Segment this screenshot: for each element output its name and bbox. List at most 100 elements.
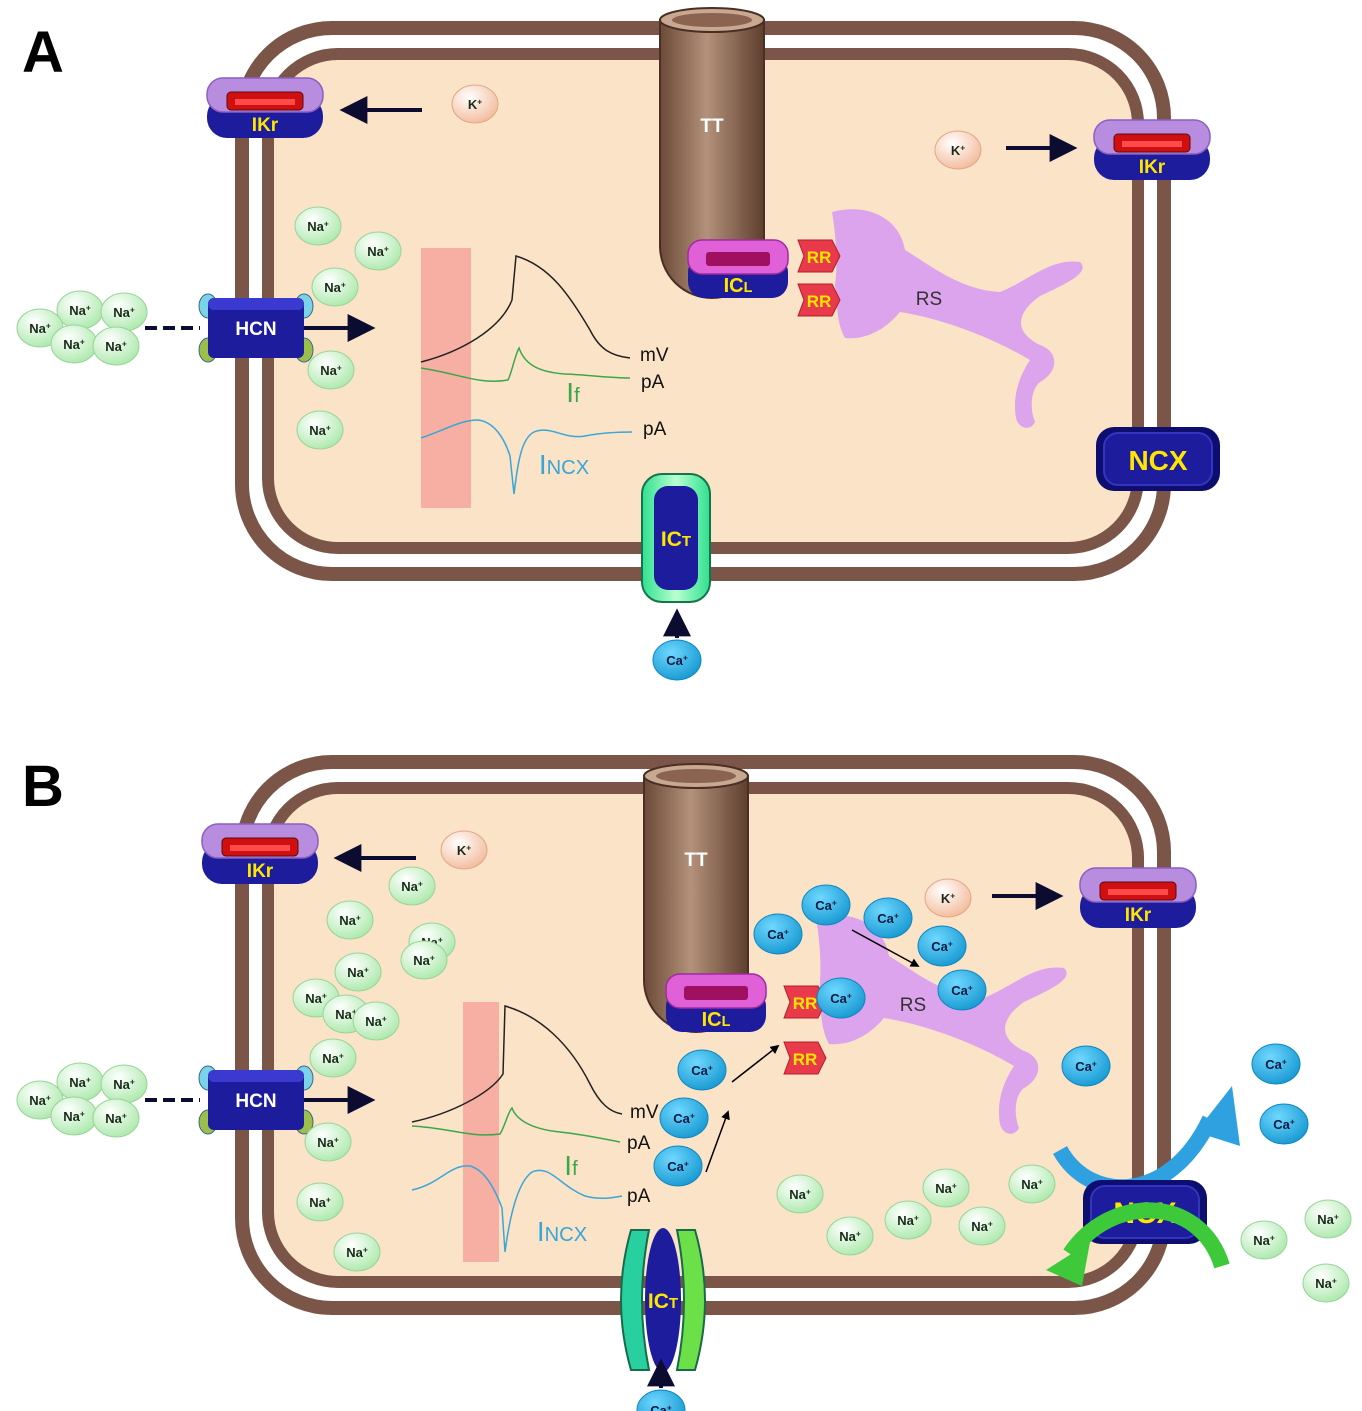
if-label: If [566,377,580,408]
if-trace [420,346,631,382]
calcium-ion: Ca+ [937,969,987,1011]
ion-label: Na+ [789,1186,811,1202]
flow-arrow [705,1110,730,1173]
ikr-label: IKr [252,115,279,136]
potassium-ion: K+ [924,878,972,918]
calcium-ion: Ca+ [1251,1043,1301,1085]
sodium-ion: Na+ [1302,1263,1350,1303]
rs-label: RS [900,995,926,1016]
ion-label: Na+ [839,1228,861,1244]
ncx-label: NCX [1128,445,1187,476]
if-trace [411,1106,621,1143]
ion-label: Ca+ [667,1158,689,1174]
mv-label: mV [630,1102,659,1123]
ryanodine-receptor: RR [797,239,841,273]
sodium-ion: Na+ [92,1098,140,1138]
ion-label: Na+ [113,304,135,320]
panel-b: BTTRSICLRRRRIKrIKrK+K+HCNNa+Na+Na+Na+Na+… [16,754,1352,1411]
calcium-ion: Ca+ [1061,1045,1111,1087]
sodium-ion: Na+ [1240,1220,1288,1260]
rr-label: RR [793,1050,818,1069]
potassium-ion: K+ [451,84,499,124]
ion-label: Ca+ [1273,1116,1295,1132]
ion-label: Ca+ [877,910,899,926]
ryanodine-receptor: RR [783,985,827,1019]
ion-label: Na+ [1317,1211,1339,1227]
ion-label: Ca+ [1265,1056,1287,1072]
hcn-label: HCN [235,319,276,340]
tubule-label: TT [700,116,724,137]
sodium-ion: Na+ [294,206,342,246]
ikr-channel: IKr [206,77,324,138]
sodium-ion: Na+ [776,1174,824,1214]
ion-label: Na+ [309,1194,331,1210]
ion-label: K+ [941,890,955,906]
icl-label: ICL [724,275,753,297]
na-influx-arrow [1063,1202,1230,1269]
ion-label: Na+ [897,1212,919,1228]
sodium-ion: Na+ [334,952,382,992]
icl-channel: ICL [665,973,767,1032]
sodium-ion: Na+ [958,1206,1006,1246]
calcium-ion: Ca+ [636,1389,686,1411]
incx-trace [420,419,633,495]
ion-label: Na+ [1315,1275,1337,1291]
ion-label: K+ [457,842,471,858]
ryanodine-receptor: RR [783,1041,827,1075]
ion-label: Na+ [935,1180,957,1196]
ion-label: Na+ [105,1110,127,1126]
calcium-ion: Ca+ [863,897,913,939]
ion-label: Na+ [309,422,331,438]
calcium-ion: Ca+ [652,639,702,681]
ion-label: Na+ [1021,1176,1043,1192]
ion-label: Na+ [69,1074,91,1090]
sodium-ion: Na+ [333,1232,381,1272]
sodium-ion: Na+ [884,1200,932,1240]
ion-label: Na+ [105,338,127,354]
panel-a: ATTRSICLRRRRIKrIKrK+K+HCNNa+Na+Na+Na+Na+… [16,7,1220,681]
incx-label: INCX [539,449,590,480]
ion-label: Na+ [1253,1232,1275,1248]
sarcoplasmic-reticulum [832,209,1083,428]
ion-label: Na+ [307,218,329,234]
incx-trace [411,1165,623,1253]
sodium-ion: Na+ [307,350,355,390]
sodium-ion: Na+ [100,292,148,332]
rr-label: RR [793,994,818,1013]
if-label: If [564,1150,578,1181]
ict-label: ICT [648,1290,679,1313]
ion-label: Na+ [69,302,91,318]
ikr-channel: IKr [201,823,319,884]
mv-label: mV [640,345,669,366]
ion-label: Na+ [339,912,361,928]
rr-label: RR [807,292,832,311]
hcn-channel: HCN [198,1065,314,1135]
ion-label: Na+ [29,320,51,336]
ion-label: Na+ [346,1244,368,1260]
na-influx-arrowhead [1046,1242,1090,1286]
highlight-bar [421,248,471,508]
sodium-ion: Na+ [826,1216,874,1256]
incx-unit-label: pA [643,419,667,440]
ion-label: Ca+ [1075,1058,1097,1074]
ion-label: Ca+ [650,1402,672,1411]
sodium-ion: Na+ [296,1182,344,1222]
ion-label: K+ [468,96,482,112]
calcium-ion: Ca+ [677,1049,727,1091]
ion-label: Na+ [113,1076,135,1092]
if-unit-label: pA [641,372,665,393]
ict-label: ICT [661,528,692,551]
if-unit-label: pA [627,1133,651,1154]
calcium-ion: Ca+ [801,884,851,926]
rs-label: RS [916,289,942,310]
sodium-ion: Na+ [922,1168,970,1208]
sodium-ion: Na+ [304,1122,352,1162]
sarcoplasmic-reticulum [816,915,1067,1134]
sodium-ion: Na+ [92,326,140,366]
calcium-ion: Ca+ [653,1145,703,1187]
hcn-label: HCN [235,1091,276,1112]
incx-label: INCX [537,1216,588,1247]
ion-label: Na+ [347,964,369,980]
ikr-label: IKr [1139,157,1166,178]
hcn-channel: HCN [198,293,314,363]
